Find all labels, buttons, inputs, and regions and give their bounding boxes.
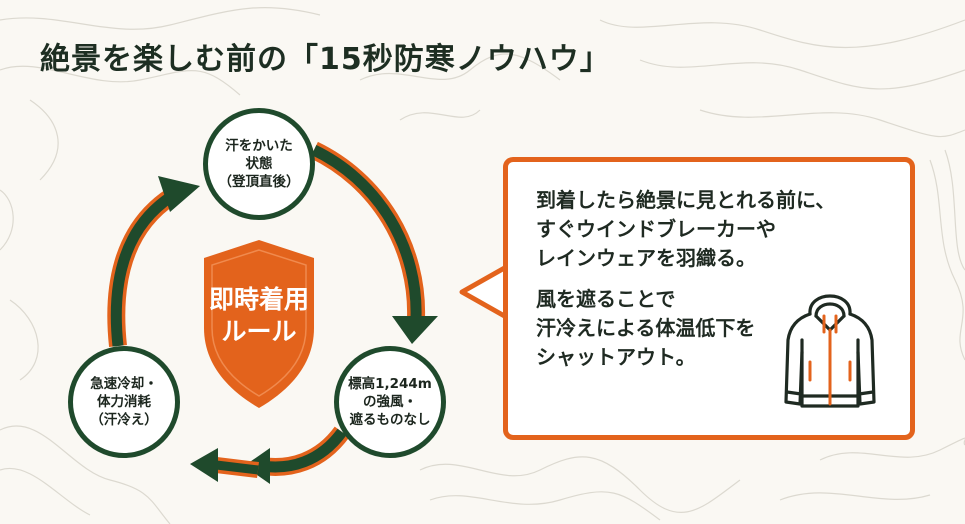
advice-line: 汗冷えによる体温低下を <box>536 316 756 340</box>
advice-line: レインウェアを羽織る。 <box>536 246 756 270</box>
center-rule-label: 即時着用 ルール <box>194 284 324 348</box>
node-text: 遮るものなし <box>349 412 431 428</box>
advice-line: 到着したら絶景に見とれる前に、 <box>536 188 836 212</box>
page-title: 絶景を楽しむ前の「15秒防寒ノウハウ」 <box>40 42 611 77</box>
advice-line: すぐウインドブレーカーや <box>536 217 776 241</box>
arrow-right-to-left <box>190 426 350 484</box>
advice-line: シャットアウト。 <box>536 345 696 369</box>
cycle-node-sweating: 汗をかいた 状態 （登頂直後） <box>203 108 315 220</box>
node-text: 体力消耗 <box>97 394 151 410</box>
node-text: 標高1,244m <box>348 376 432 392</box>
advice-text: 到着したら絶景に見とれる前に、 すぐウインドブレーカーや レインウェアを羽織る。… <box>536 186 835 372</box>
node-text: の強風・ <box>363 394 417 410</box>
center-rule-line-1: 即時着用 <box>208 285 309 314</box>
cycle-node-rapid-cooling: 急速冷却・ 体力消耗 （汗冷え） <box>68 346 180 458</box>
jacket-icon <box>784 294 876 408</box>
node-text: 急速冷却・ <box>90 376 158 392</box>
arrow-top-to-right <box>310 141 438 344</box>
cycle-node-strong-wind: 標高1,244m の強風・ 遮るものなし <box>334 346 446 458</box>
arrow-left-to-top <box>107 176 200 347</box>
node-text: （登頂直後） <box>218 174 300 190</box>
center-rule-line-2: ルール <box>221 317 297 346</box>
advice-callout: 到着したら絶景に見とれる前に、 すぐウインドブレーカーや レインウェアを羽織る。… <box>503 157 915 440</box>
shield-icon <box>204 240 314 408</box>
advice-line: 風を遮ることで <box>536 287 676 311</box>
node-text: 状態 <box>245 156 273 172</box>
node-text: 汗をかいた <box>225 138 293 154</box>
node-text: （汗冷え） <box>90 412 158 428</box>
